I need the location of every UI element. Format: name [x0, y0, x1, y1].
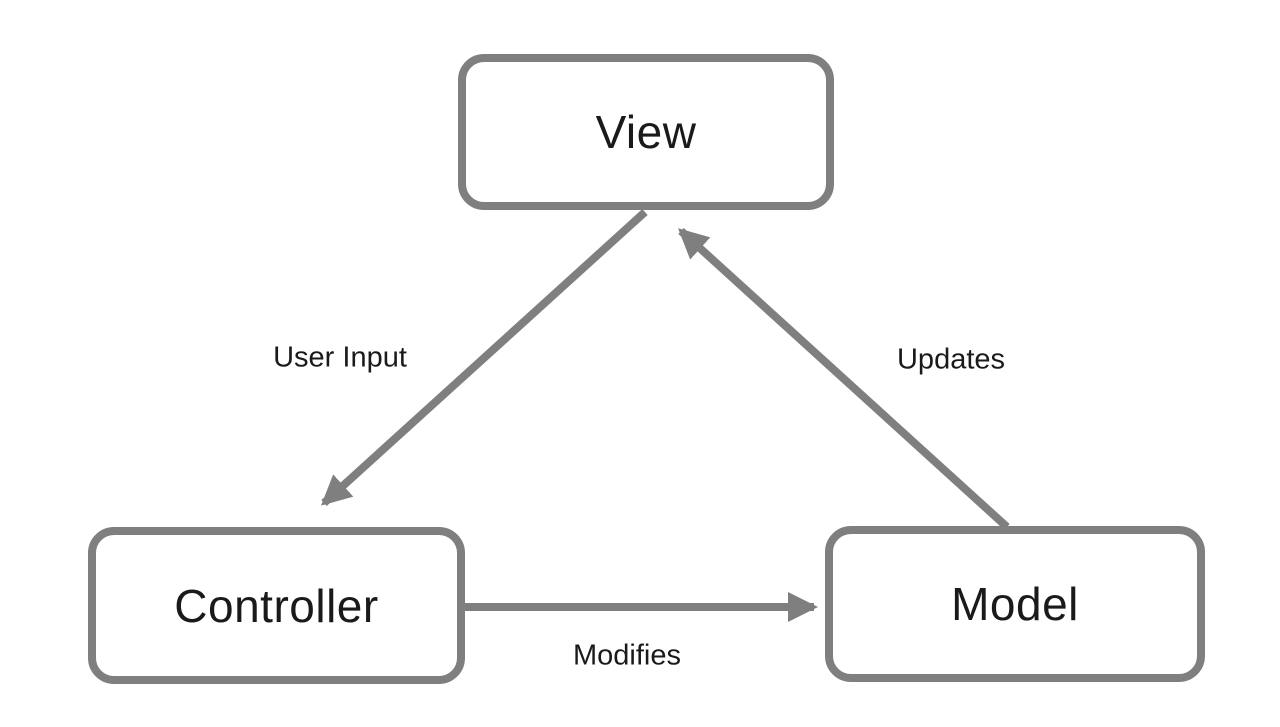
arrow-updates: [678, 228, 1010, 530]
node-model: Model: [825, 526, 1205, 682]
node-view-label: View: [595, 106, 697, 158]
node-controller: Controller: [88, 527, 465, 684]
edge-label-modifies: Modifies: [573, 639, 681, 672]
node-view: View: [458, 54, 834, 210]
node-controller-label: Controller: [174, 579, 379, 632]
edge-label-updates: Updates: [896, 343, 1006, 376]
arrow-user-input: [321, 209, 648, 506]
edge-label-user-input: User Input: [273, 341, 407, 374]
node-model-label: Model: [951, 578, 1079, 630]
